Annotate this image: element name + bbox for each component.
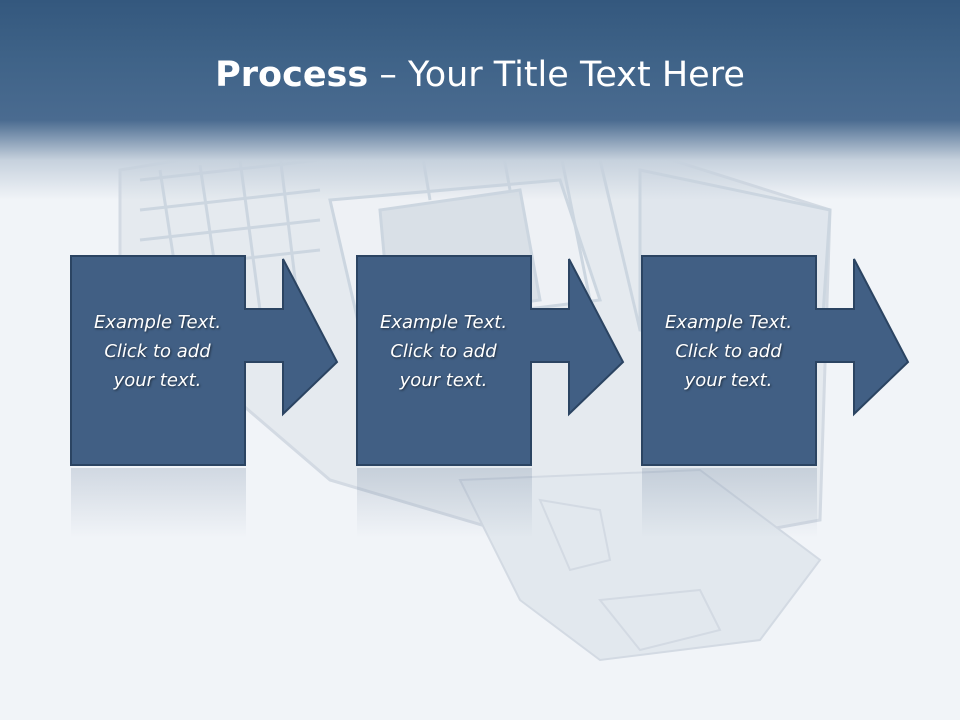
step-text: Example Text. Click to add your text. bbox=[71, 308, 244, 395]
step-line: your text. bbox=[684, 370, 773, 391]
step-line: Click to add bbox=[104, 341, 211, 362]
step-line: your text. bbox=[113, 370, 202, 391]
step-line: Example Text. bbox=[664, 312, 793, 333]
step-line: your text. bbox=[399, 370, 488, 391]
process-step-3[interactable]: Example Text. Click to add your text. bbox=[641, 255, 912, 538]
title-bold: Process bbox=[215, 55, 369, 95]
step-line: Example Text. bbox=[379, 312, 508, 333]
step-reflection bbox=[357, 468, 532, 538]
step-reflection bbox=[71, 468, 246, 538]
step-reflection bbox=[642, 468, 817, 538]
page-title[interactable]: Process – Your Title Text Here bbox=[0, 50, 960, 100]
step-text: Example Text. Click to add your text. bbox=[357, 308, 530, 395]
process-step-1[interactable]: Example Text. Click to add your text. bbox=[70, 255, 341, 538]
step-line: Click to add bbox=[675, 341, 782, 362]
right-arrow-icon bbox=[356, 255, 625, 466]
step-line: Example Text. bbox=[93, 312, 222, 333]
title-bar: Process – Your Title Text Here bbox=[0, 0, 960, 200]
right-arrow-icon bbox=[70, 255, 339, 466]
title-text: – Your Title Text Here bbox=[368, 55, 745, 95]
step-text: Example Text. Click to add your text. bbox=[642, 308, 815, 395]
right-arrow-icon bbox=[641, 255, 910, 466]
step-line: Click to add bbox=[390, 341, 497, 362]
process-step-2[interactable]: Example Text. Click to add your text. bbox=[356, 255, 627, 538]
